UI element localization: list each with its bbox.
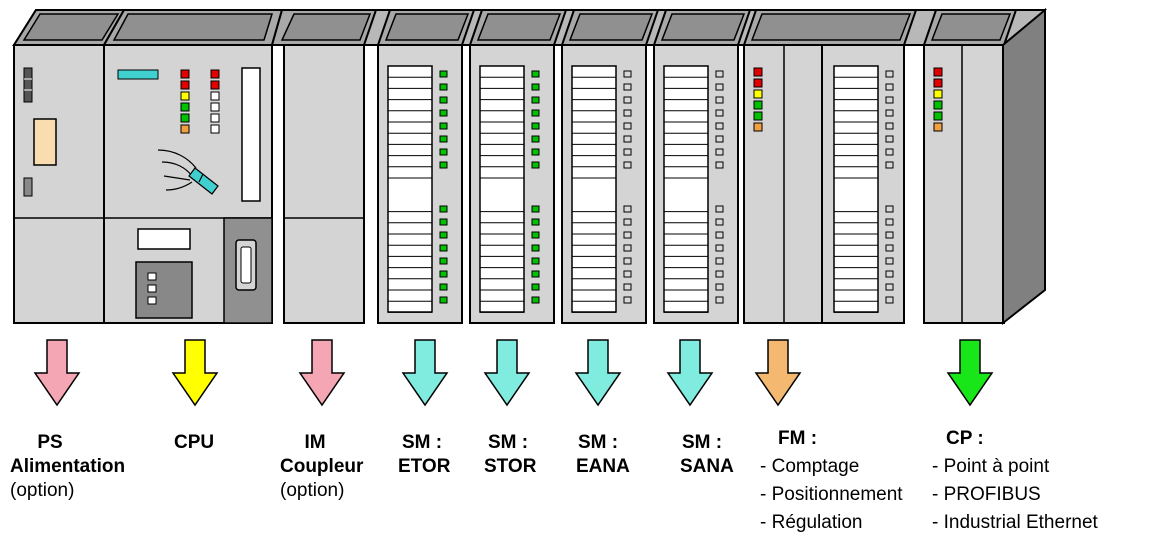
cp-desc-1: - Point à point xyxy=(932,456,1050,477)
fm-desc-1: - Comptage xyxy=(760,456,860,477)
sm-etor-type: ETOR xyxy=(398,456,451,477)
rack-side xyxy=(1002,7,1046,326)
sm-sana-module xyxy=(652,9,752,324)
ps-label: PS xyxy=(37,432,63,453)
fm-arrow-icon xyxy=(754,339,802,407)
sm-sana-type: SANA xyxy=(680,456,734,477)
sana-arrow-icon xyxy=(666,339,714,407)
sm-stor-module xyxy=(468,9,568,324)
cpu-module xyxy=(102,9,284,324)
sm-sana-label: SM : xyxy=(682,432,723,453)
cp-desc-3: - Industrial Ethernet xyxy=(932,512,1098,533)
im-label: IM xyxy=(304,432,326,453)
ps-desc-2: (option) xyxy=(10,480,75,501)
sm-stor-label: SM : xyxy=(488,432,529,453)
ps-desc-1: Alimentation xyxy=(10,456,126,477)
eana-arrow-icon xyxy=(574,339,622,407)
stor-arrow-icon xyxy=(483,339,531,407)
sm-eana-module xyxy=(560,9,660,324)
fm-desc-3: - Régulation xyxy=(760,512,863,533)
fm-module xyxy=(742,9,918,324)
cp-arrow-icon xyxy=(946,339,994,407)
fm-desc-2: - Positionnement xyxy=(760,484,903,505)
sm-stor-type: STOR xyxy=(484,456,537,477)
etor-arrow-icon xyxy=(401,339,449,407)
cpu-label: CPU xyxy=(174,432,215,453)
sm-etor-module xyxy=(376,9,476,324)
fm-label: FM : xyxy=(778,428,818,449)
im-desc-1: Coupleur xyxy=(280,456,364,477)
sm-eana-type: EANA xyxy=(576,456,630,477)
ps-plate xyxy=(33,118,57,166)
cpu-arrow-icon xyxy=(171,339,219,407)
im-arrow-icon xyxy=(298,339,346,407)
sm-etor-label: SM : xyxy=(402,432,443,453)
cp-module xyxy=(922,9,1018,324)
ps-module xyxy=(12,9,126,324)
im-module xyxy=(270,9,378,324)
im-desc-2: (option) xyxy=(280,480,345,501)
cp-desc-2: - PROFIBUS xyxy=(932,484,1041,505)
ps-arrow-icon xyxy=(33,339,81,407)
cpu-brand-strip xyxy=(117,69,159,80)
key-switch-icon xyxy=(157,149,219,195)
sm-eana-label: SM : xyxy=(578,432,619,453)
cp-label: CP : xyxy=(946,428,984,449)
